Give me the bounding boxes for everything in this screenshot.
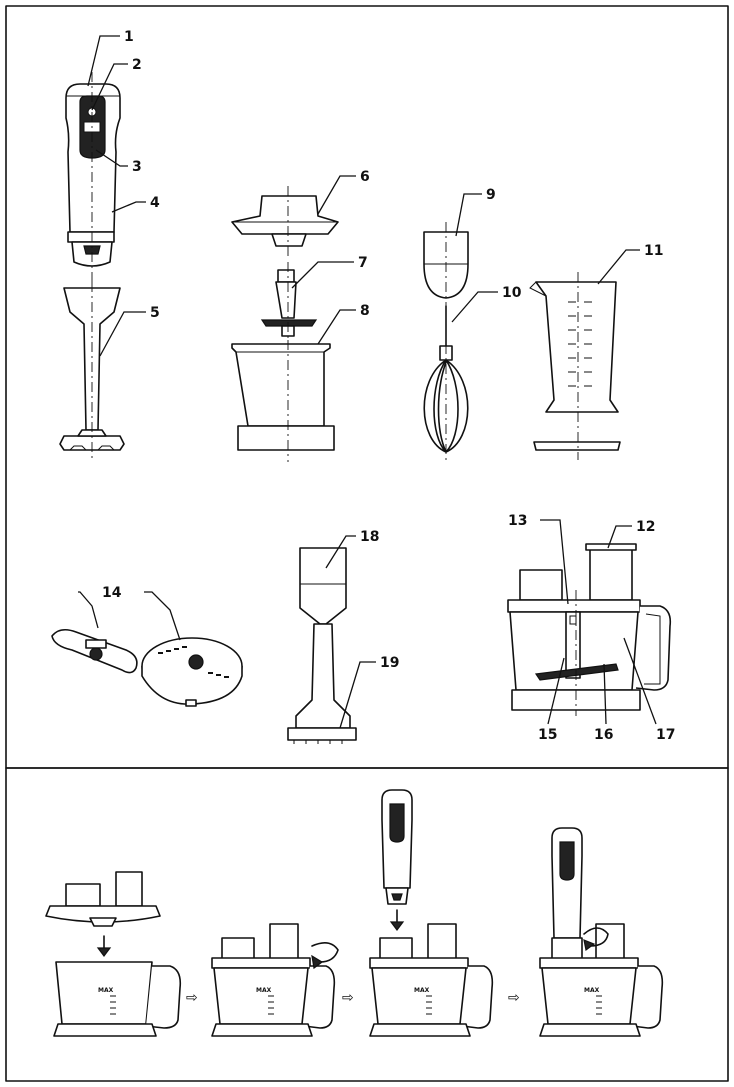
assembly-step-4: MAX bbox=[539, 827, 664, 1037]
part-label-5: 5 bbox=[150, 305, 160, 321]
part-label-2: 2 bbox=[132, 57, 142, 73]
part-label-6: 6 bbox=[360, 169, 370, 185]
motor-unit bbox=[65, 72, 121, 282]
part-label-11: 11 bbox=[644, 243, 663, 259]
step3-jug-max: MAX bbox=[414, 987, 430, 994]
slicing-blade-holder bbox=[51, 628, 138, 674]
processor-lid bbox=[507, 599, 641, 613]
part-label-10: 10 bbox=[502, 285, 522, 301]
step-arrow-3: ⇨ bbox=[508, 990, 520, 1006]
disc-holes bbox=[158, 646, 229, 678]
assembly-steps-panel bbox=[5, 767, 729, 1082]
masher-foot bbox=[287, 623, 357, 744]
step-arrow-1: ⇨ bbox=[186, 990, 198, 1006]
food-pusher bbox=[589, 547, 633, 601]
step1-jug-max: MAX bbox=[98, 987, 114, 994]
part-label-8: 8 bbox=[360, 303, 370, 319]
chopper-blade bbox=[260, 262, 318, 342]
bowl-handle bbox=[635, 605, 672, 691]
part-label-4: 4 bbox=[150, 195, 160, 211]
whisk bbox=[423, 304, 469, 462]
step-arrow-2: ⇨ bbox=[342, 990, 354, 1006]
measuring-beaker bbox=[529, 272, 621, 460]
beaker-scale-marks bbox=[568, 301, 592, 387]
part-label-14: 14 bbox=[102, 585, 122, 601]
part-label-15: 15 bbox=[538, 727, 557, 743]
part-label-17: 17 bbox=[656, 727, 675, 743]
food-processor bbox=[507, 543, 672, 716]
part-label-19: 19 bbox=[380, 655, 399, 671]
part-label-7: 7 bbox=[358, 255, 368, 271]
part-label-1: 1 bbox=[124, 29, 134, 45]
assembly-step-3: MAX bbox=[369, 789, 494, 1037]
part-label-9: 9 bbox=[486, 187, 496, 203]
chopper-bowl bbox=[231, 340, 335, 462]
step2-jug-max: MAX bbox=[256, 987, 272, 994]
part-number-labels: 1 2 3 4 5 6 7 8 9 10 11 12 13 14 15 16 1… bbox=[102, 29, 675, 743]
part-label-3: 3 bbox=[132, 159, 142, 175]
part-label-13: 13 bbox=[508, 513, 527, 529]
processor-blade bbox=[534, 663, 619, 681]
masher-gearbox bbox=[299, 547, 347, 625]
part-label-16: 16 bbox=[594, 727, 613, 743]
whisk-gearbox bbox=[423, 222, 469, 304]
leader-lines bbox=[78, 35, 657, 729]
part-label-12: 12 bbox=[636, 519, 655, 535]
assembly-step-1: MAX bbox=[45, 871, 182, 1037]
chopper-lid bbox=[231, 186, 339, 256]
blender-shaft bbox=[59, 282, 125, 462]
slicing-disc bbox=[141, 637, 243, 707]
part-label-18: 18 bbox=[360, 529, 379, 545]
step4-jug-max: MAX bbox=[584, 987, 600, 994]
assembly-step-2: MAX bbox=[211, 923, 339, 1037]
